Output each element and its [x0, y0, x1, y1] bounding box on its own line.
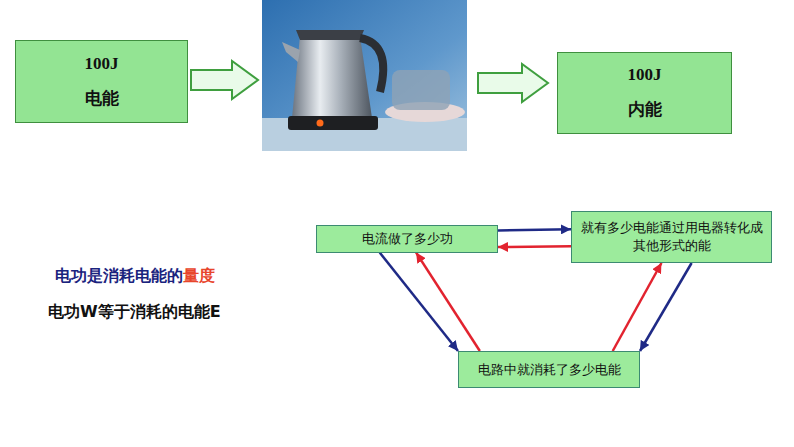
box-text: 电路中就消耗了多少电能: [478, 361, 621, 379]
box-text: 电能: [85, 87, 119, 110]
note-text: 电功是消耗电能的: [55, 266, 183, 285]
connector-arrow: [640, 263, 692, 351]
connector-arrow: [416, 253, 480, 351]
box-text: 内能: [628, 98, 662, 121]
connector-arrow: [613, 263, 662, 351]
note-line: 电功W等于消耗的电能E: [48, 302, 221, 323]
flow-arrow: [191, 61, 258, 99]
box-text: 100J: [85, 54, 119, 74]
connector-arrow: [498, 229, 571, 230]
note-line: 电功是消耗电能的量度: [55, 266, 215, 287]
note-text: 电功W等于消耗的电能E: [48, 302, 221, 321]
flow-arrow: [478, 64, 548, 102]
kettle-photo: [262, 0, 467, 151]
connector-arrow: [498, 245, 571, 248]
box-text: 100J: [628, 65, 662, 85]
statement-box: 电路中就消耗了多少电能: [458, 351, 640, 388]
statement-box: 就有多少电能通过用电器转化成其他形式的能: [571, 211, 772, 263]
energy-box: 100J 电能: [15, 40, 188, 123]
energy-box: 100J 内能: [557, 52, 732, 134]
note-text: 量度: [183, 266, 215, 285]
box-text: 电流做了多少功: [362, 230, 453, 248]
connector-arrow: [380, 253, 458, 351]
statement-box: 电流做了多少功: [316, 225, 498, 253]
box-text: 就有多少电能通过用电器转化成其他形式的能: [580, 219, 763, 254]
